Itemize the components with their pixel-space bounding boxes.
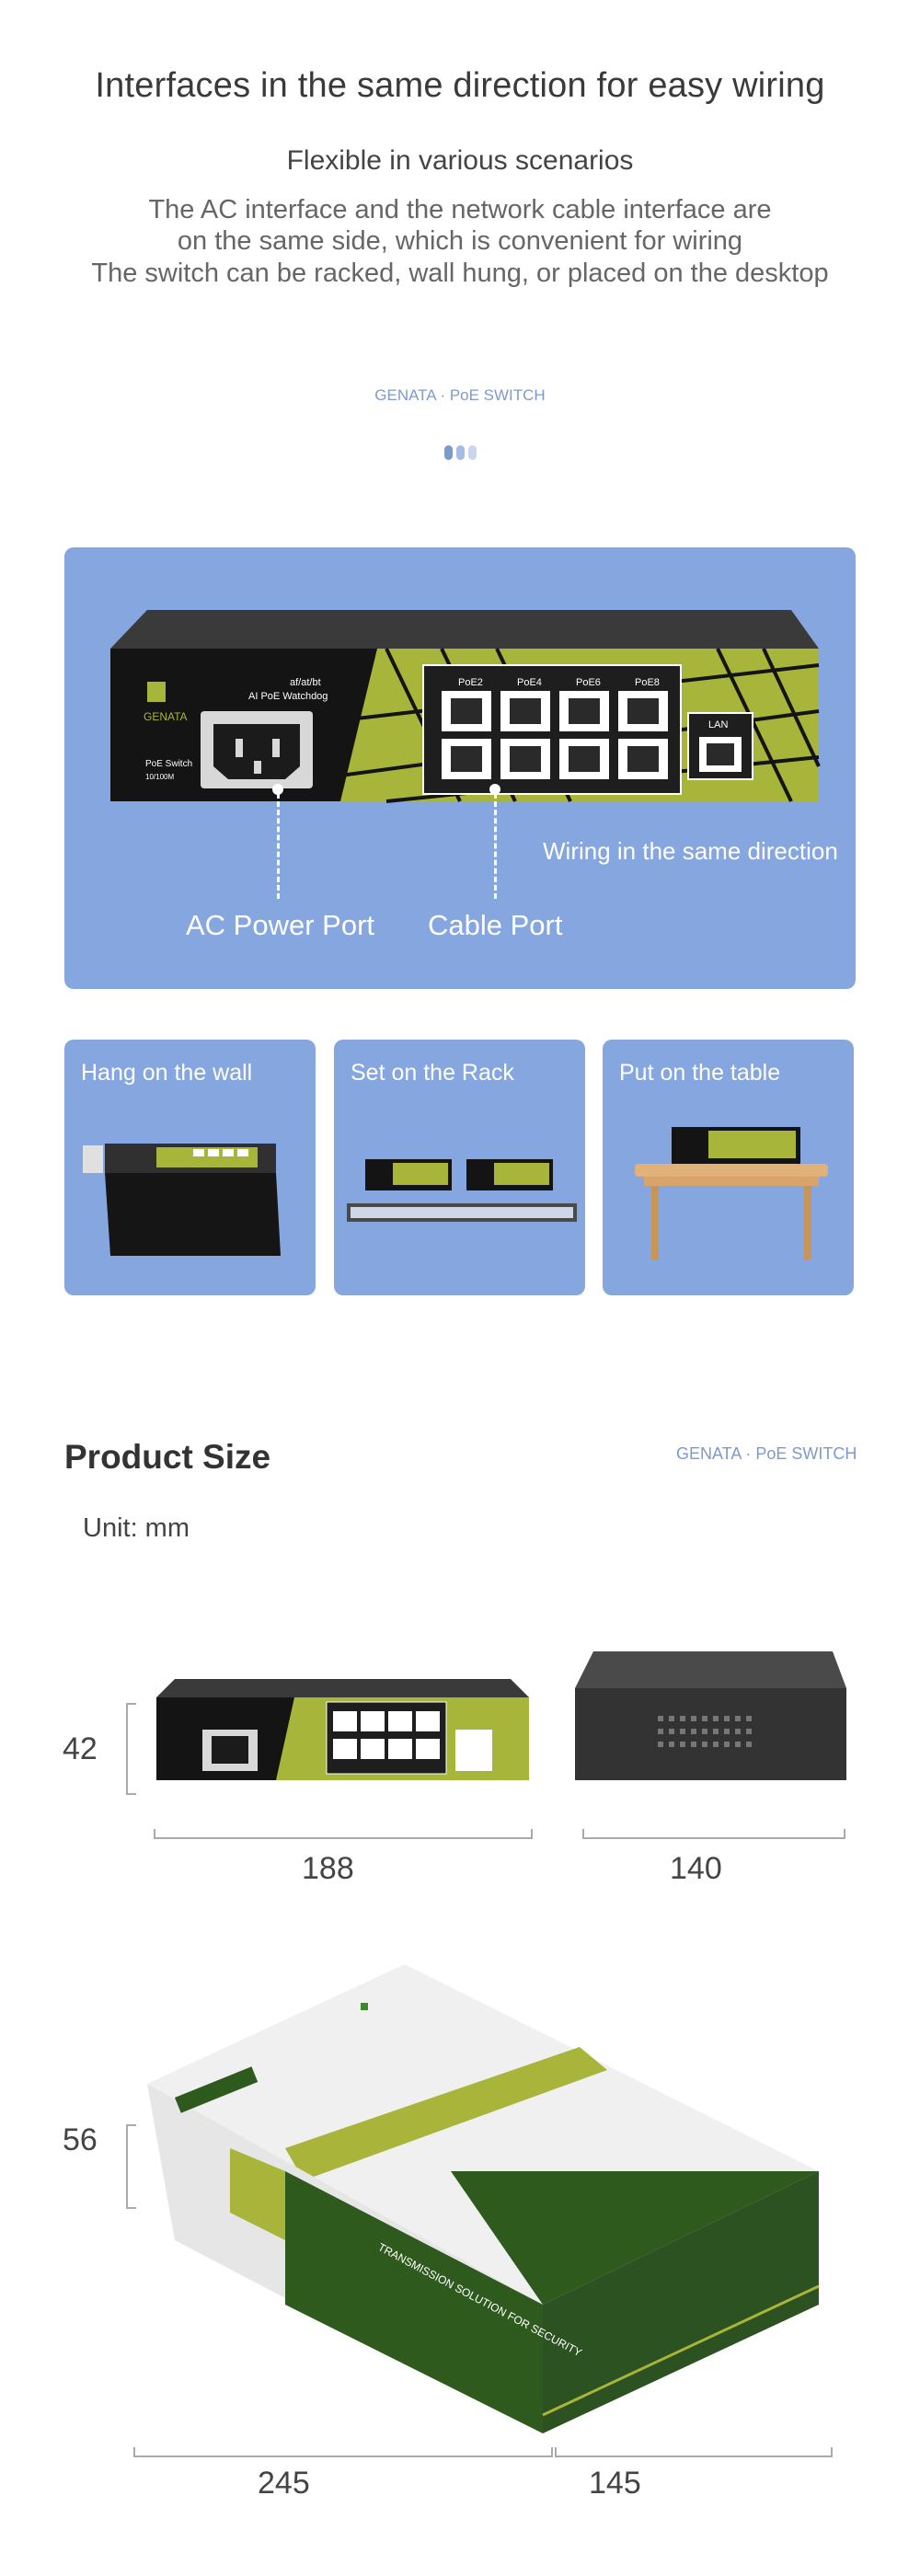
description-line-2: on the same side, which is convenient fo… [177, 226, 743, 256]
port-label-3: PoE6 [576, 677, 601, 688]
size-brand-tag: GENATA · PoE SWITCH [676, 1444, 857, 1463]
device-speed-label: 10/100M [145, 773, 174, 781]
brand-tag: GENATA · PoE SWITCH [374, 386, 546, 404]
device-model-1: af/at/bt [290, 677, 321, 688]
ac-port-leader-line [277, 793, 280, 899]
lan-label: LAN [708, 719, 728, 730]
cable-port-leader-line [494, 793, 497, 899]
poe-switch-front-illustration: PoE2 PoE4 PoE6 PoE8 LAN GENATA af/at/bt … [110, 610, 821, 803]
scene-card-rack: Set on the Rack [334, 1040, 585, 1295]
dimension-height-device: 42 [63, 1731, 98, 1766]
scene-title-wall: Hang on the wall [81, 1060, 253, 1086]
device-front-view [156, 1679, 529, 1780]
dimension-width-box: 245 [258, 2466, 310, 2501]
dimension-depth-device: 140 [670, 1851, 722, 1886]
wiring-note: Wiring in the same direction [543, 837, 838, 865]
dimension-width-device: 188 [302, 1851, 354, 1886]
cable-port-label: Cable Port [428, 909, 563, 941]
device-side-view [575, 1651, 846, 1780]
ac-port-marker [272, 784, 283, 795]
scene-card-table: Put on the table [603, 1040, 854, 1295]
port-label-1: PoE2 [458, 677, 483, 688]
scene-title-table: Put on the table [619, 1060, 781, 1086]
packaging-box-illustration: TRANSMISSION SOLUTION FOR SECURITY [147, 1964, 820, 2433]
dimension-depth-box: 145 [589, 2466, 641, 2501]
ac-power-port-label: AC Power Port [186, 909, 375, 941]
cable-port-marker [489, 784, 500, 795]
device-brand: GENATA [144, 710, 188, 723]
scene-card-wall: Hang on the wall [64, 1040, 316, 1295]
carousel-indicator [444, 445, 481, 460]
port-label-2: PoE4 [517, 677, 542, 688]
page-title: Interfaces in the same direction for eas… [95, 66, 825, 105]
rack-mount-illustration [347, 1159, 577, 1222]
product-size-title: Product Size [64, 1438, 271, 1476]
description-line-3: The switch can be racked, wall hung, or … [91, 259, 829, 288]
dimension-height-box: 56 [63, 2122, 98, 2157]
unit-label: Unit: mm [83, 1513, 190, 1543]
page-subtitle: Flexible in various scenarios [286, 145, 634, 176]
wall-mount-illustration [83, 1144, 281, 1256]
device-switch-label: PoE Switch [145, 759, 192, 769]
port-label-4: PoE8 [635, 677, 660, 688]
description-line-1: The AC interface and the network cable i… [148, 195, 772, 224]
scene-title-rack: Set on the Rack [351, 1060, 514, 1086]
device-model-2: AI PoE Watchdog [248, 691, 328, 702]
table-illustration [635, 1127, 828, 1259]
